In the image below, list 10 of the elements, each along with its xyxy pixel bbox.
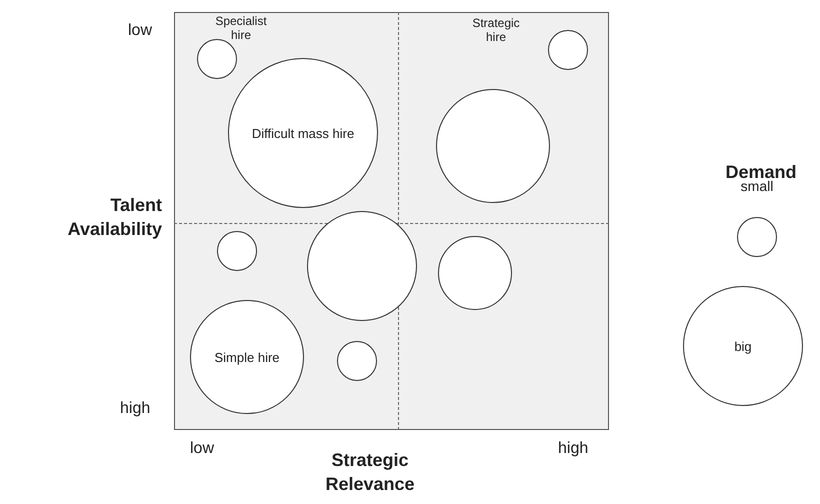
bubble — [737, 217, 777, 257]
axis-title: Talent Availability — [66, 194, 162, 241]
bubble-caption: Strategic hire — [471, 16, 521, 44]
axis-tick-label: low — [128, 22, 154, 40]
axis-tick-label: high — [120, 400, 152, 418]
axis-title: Strategic Relevance — [324, 449, 416, 496]
bubble: big — [683, 286, 803, 406]
axis-tick-label: low — [190, 440, 216, 458]
bubble-caption: Specialist hire — [214, 14, 268, 42]
axis-tick-label: high — [558, 440, 590, 458]
